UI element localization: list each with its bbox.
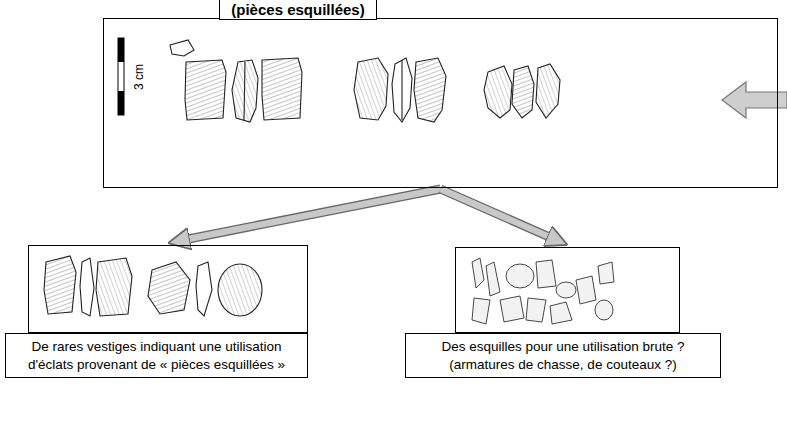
- arrow-body: [190, 189, 441, 239]
- result-box: Des esquilles pour une utilisation brute…: [405, 247, 721, 379]
- main-box: (pièces esquillées): [103, 18, 778, 188]
- title-text: (pièces esquillées): [231, 1, 364, 18]
- scale-bar: [118, 38, 124, 115]
- arrow-outline: [190, 189, 441, 239]
- flake-drawings: [44, 256, 262, 316]
- arrow-outline: [441, 189, 548, 236]
- illustration-frame: [28, 245, 308, 333]
- arrow-body: [441, 189, 548, 236]
- caption-box: De rares vestiges indiquant une utilisat…: [5, 333, 308, 378]
- fat-arrow: [190, 189, 441, 239]
- scale-label: 3 cm: [132, 64, 146, 90]
- result-box: De rares vestiges indiquant une utilisat…: [5, 245, 308, 379]
- illustration-frame: [455, 247, 680, 333]
- title-tab: (pièces esquillées): [219, 0, 377, 20]
- splinter-drawings: [472, 258, 614, 324]
- lithic-pieces: [170, 40, 560, 122]
- caption-text: Des esquilles pour une utilisation brute…: [412, 338, 714, 373]
- fat-arrow: [441, 189, 548, 236]
- caption-text: De rares vestiges indiquant une utilisat…: [12, 338, 301, 373]
- caption-box: Des esquilles pour une utilisation brute…: [405, 333, 721, 378]
